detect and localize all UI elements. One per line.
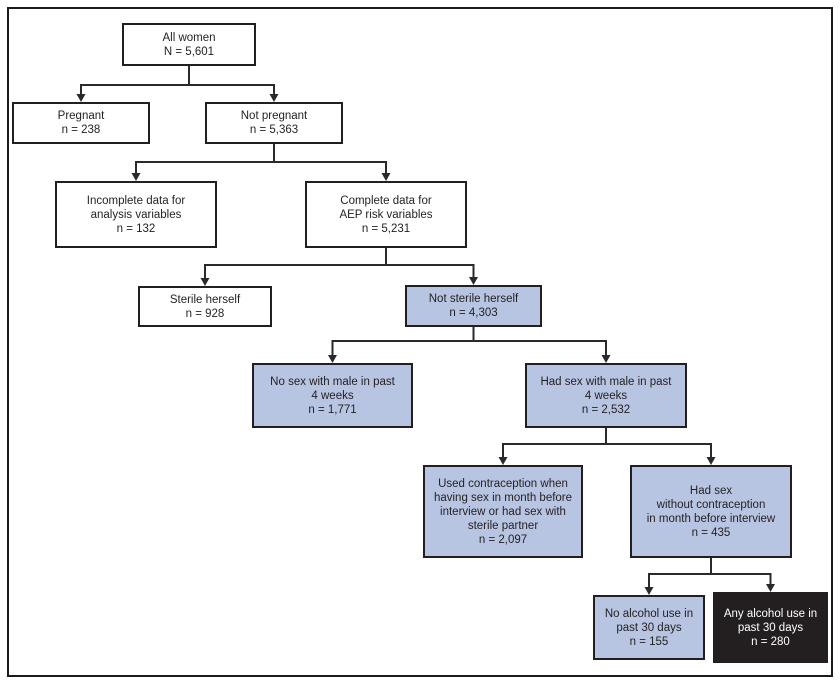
node-label: Used contraception when — [438, 477, 568, 490]
node-label: No sex with male in past — [270, 375, 395, 388]
node-count: n = 2,097 — [478, 533, 528, 546]
node-label: without contraception — [656, 498, 766, 511]
node-label: 4 weeks — [584, 389, 628, 402]
node-not-sterile-herself: Not sterile herself n = 4,303 — [405, 285, 542, 327]
node-label: past 30 days — [737, 621, 804, 634]
node-label: Complete data for — [340, 194, 432, 207]
figure-border — [7, 7, 833, 677]
node-count: n = 238 — [61, 124, 101, 136]
node-not-pregnant: Not pregnant n = 5,363 — [205, 102, 343, 144]
node-count: n = 280 — [751, 635, 790, 648]
node-label: sterile partner — [467, 519, 539, 532]
node-label: Sterile herself — [169, 293, 241, 306]
node-label: AEP risk variables — [339, 208, 433, 221]
node-label: All women — [162, 31, 216, 44]
node-count: N = 5,601 — [163, 45, 215, 58]
node-count: n = 132 — [116, 222, 156, 235]
node-label: Not sterile herself — [428, 293, 519, 305]
node-no-alcohol: No alcohol use in past 30 days n = 155 — [593, 595, 705, 660]
node-label: Had sex with male in past — [540, 375, 672, 388]
node-count: n = 5,231 — [361, 222, 411, 235]
node-label: past 30 days — [616, 621, 682, 634]
node-had-sex: Had sex with male in past 4 weeks n = 2,… — [525, 363, 687, 428]
node-label: in month before interview — [646, 512, 776, 525]
node-count: n = 4,303 — [449, 307, 498, 319]
node-pregnant: Pregnant n = 238 — [12, 102, 150, 144]
node-all-women: All women N = 5,601 — [122, 23, 256, 66]
node-label: Had sex — [689, 484, 733, 497]
node-label: Any alcohol use in — [723, 607, 818, 620]
node-count: n = 1,771 — [308, 403, 357, 416]
node-label: Not pregnant — [240, 110, 308, 122]
node-no-contraception: Had sex without contraception in month b… — [630, 465, 792, 558]
node-used-contraception: Used contraception when having sex in mo… — [423, 465, 583, 558]
node-count: n = 5,363 — [249, 124, 299, 136]
node-label: 4 weeks — [311, 389, 354, 402]
node-no-sex: No sex with male in past 4 weeks n = 1,7… — [252, 363, 413, 428]
node-label: analysis variables — [90, 208, 182, 221]
node-count: n = 155 — [629, 635, 669, 648]
node-count: n = 2,532 — [581, 403, 631, 416]
node-any-alcohol: Any alcohol use in past 30 days n = 280 — [713, 592, 828, 663]
node-label: Pregnant — [57, 110, 105, 122]
node-label: having sex in month before — [433, 491, 573, 504]
node-count: n = 928 — [185, 307, 225, 320]
node-label: Incomplete data for — [86, 194, 186, 207]
node-complete-data: Complete data for AEP risk variables n =… — [305, 181, 467, 248]
node-incomplete-data: Incomplete data for analysis variables n… — [55, 181, 217, 248]
node-sterile-herself: Sterile herself n = 928 — [138, 286, 272, 327]
node-label: interview or had sex with — [440, 505, 566, 518]
node-label: No alcohol use in — [604, 607, 694, 620]
node-count: n = 435 — [691, 526, 731, 539]
